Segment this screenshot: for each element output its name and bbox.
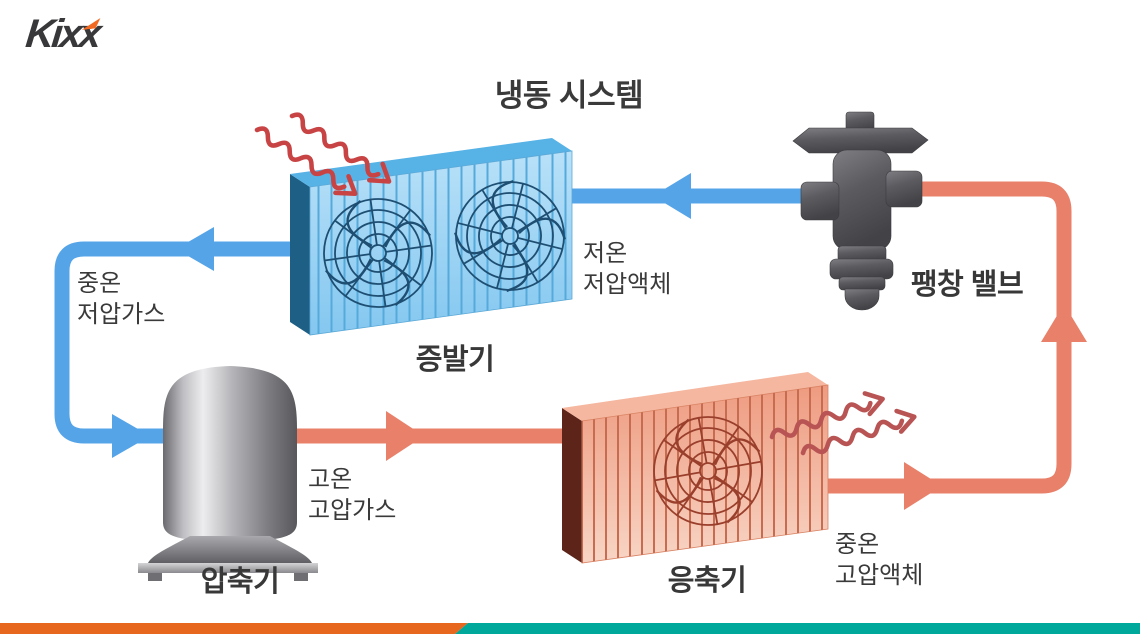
kixx-logo-text: Kixx [23, 12, 101, 56]
condenser-side-face [562, 408, 582, 563]
condenser-label: 응축기 [667, 565, 747, 597]
label-line: 중온 [77, 270, 122, 297]
valve-left-port [800, 181, 840, 221]
compressor-foot-left [148, 573, 162, 581]
footer-bar-orange [0, 623, 468, 634]
evaporator-side-face [290, 174, 310, 335]
compressor-tank [163, 366, 297, 542]
flow-arrow-condenser-out [904, 462, 942, 510]
page-title: 냉동 시스템 [494, 78, 644, 113]
label-line: 저압가스 [77, 301, 166, 328]
condenser-fins [582, 385, 828, 563]
expansion-valve-label: 팽창 밸브 [910, 269, 1024, 301]
evaporator-label: 증발기 [415, 344, 495, 376]
compressor-illustration [138, 366, 318, 581]
label-low-temp-low-pressure-liquid: 저온 저압액체 [583, 238, 671, 300]
label-high-temp-high-pressure-gas: 고온 고압가스 [308, 464, 396, 526]
cold-pipe [54, 173, 815, 458]
compressor-base-plate [138, 563, 318, 573]
valve-bottom-dome [844, 288, 880, 311]
hot-pipe [285, 181, 1087, 510]
flow-arrow-compressor-out [386, 411, 424, 461]
footer-bar-teal [455, 623, 1140, 634]
kixx-logo: Kixx [23, 12, 166, 60]
label-mid-temp-low-pressure-gas: 중온 저압가스 [77, 268, 165, 330]
expansion-valve-illustration [792, 111, 929, 311]
compressor-label: 압축기 [200, 566, 280, 598]
evaporator-top-face [290, 138, 572, 187]
label-line: 저압액체 [583, 271, 672, 298]
flow-arrow-valve-to-evaporator [653, 173, 691, 219]
compressor-skirt [148, 536, 312, 563]
label-line: 중온 [835, 531, 880, 558]
flow-arrow-evaporator-out [176, 227, 214, 271]
label-line: 고온 [308, 466, 353, 493]
condenser-illustration [562, 372, 829, 564]
evaporator-illustration [290, 138, 577, 336]
valve-crossbar [792, 127, 929, 154]
valve-right-port [885, 170, 923, 208]
footer-bar [0, 623, 1140, 634]
label-mid-temp-high-pressure-liquid: 중온 고압액체 [835, 529, 923, 591]
valve-body [832, 149, 892, 251]
compressor-foot-right [294, 573, 308, 581]
flow-arrow-into-compressor [112, 414, 150, 458]
label-line: 고압액체 [835, 562, 924, 589]
flow-arrow-up-to-valve [1041, 304, 1087, 342]
condenser-top-face [562, 372, 828, 421]
label-line: 저온 [583, 240, 628, 267]
label-line: 고압가스 [308, 497, 397, 524]
